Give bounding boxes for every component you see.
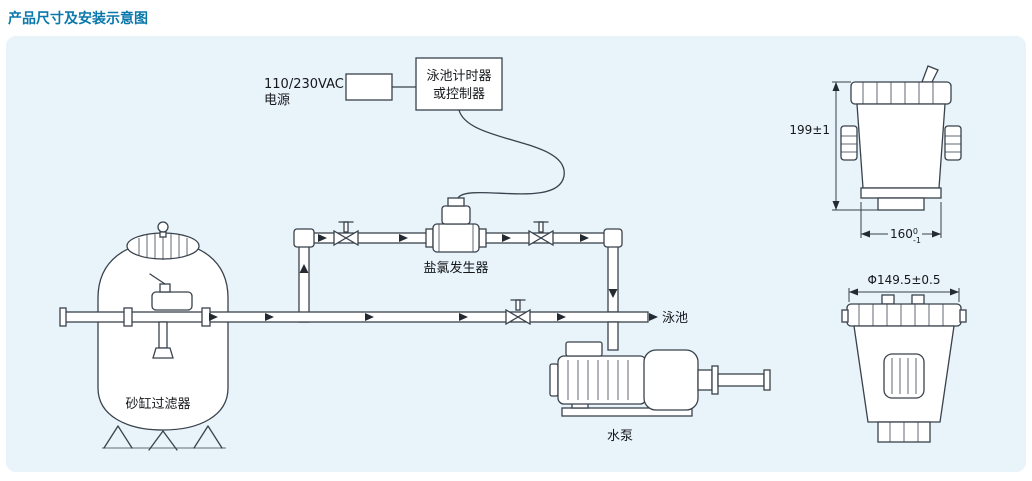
valve-right	[528, 221, 554, 247]
valve-left	[333, 221, 359, 247]
width-dim-label: 1600-1	[890, 227, 921, 245]
installation-diagram: 110/230VAC 电源 泳池计时器 或控制器 盐氯发生器 泳池 砂缸过滤器 …	[59, 57, 967, 451]
diagram-panel: 110/230VAC 电源 泳池计时器 或控制器 盐氯发生器 泳池 砂缸过滤器 …	[6, 36, 1026, 472]
pool-flow-arrow	[649, 313, 658, 321]
filter-drain	[152, 321, 174, 359]
power-source-label: 110/230VAC 电源	[264, 77, 344, 108]
height-dimension: 199±1	[789, 81, 878, 211]
chlorinator-drawing	[425, 197, 487, 253]
side-view-drawing	[840, 65, 962, 211]
height-dim-label: 199±1	[789, 123, 830, 137]
diameter-dimension: Φ149.5±0.5	[848, 273, 960, 302]
power-supply-box	[345, 73, 393, 101]
controller-box: 泳池计时器 或控制器	[415, 57, 503, 111]
width-dimension: 1600-1	[860, 202, 942, 245]
valve-return-line	[505, 299, 531, 326]
page-title: 产品尺寸及安装示意图	[8, 11, 148, 27]
front-view-drawing	[841, 294, 967, 443]
power-source-text: 电源	[264, 93, 290, 108]
controller-wire	[457, 109, 565, 199]
chlorinator-label: 盐氯发生器	[423, 260, 488, 276]
power-voltage-text: 110/230VAC	[264, 77, 344, 92]
filter-label: 砂缸过滤器	[125, 396, 190, 412]
filter-multiport-valve	[149, 273, 193, 311]
pool-label: 泳池	[662, 311, 688, 326]
pump-label: 水泵	[607, 429, 633, 444]
flow-arrows	[209, 234, 658, 321]
controller-label-line1: 泳池计时器	[426, 69, 491, 84]
filter-legs	[102, 425, 226, 451]
diameter-dim-label: Φ149.5±0.5	[868, 273, 941, 287]
pump-drawing	[549, 341, 771, 417]
controller-label-line2: 或控制器	[433, 87, 485, 102]
